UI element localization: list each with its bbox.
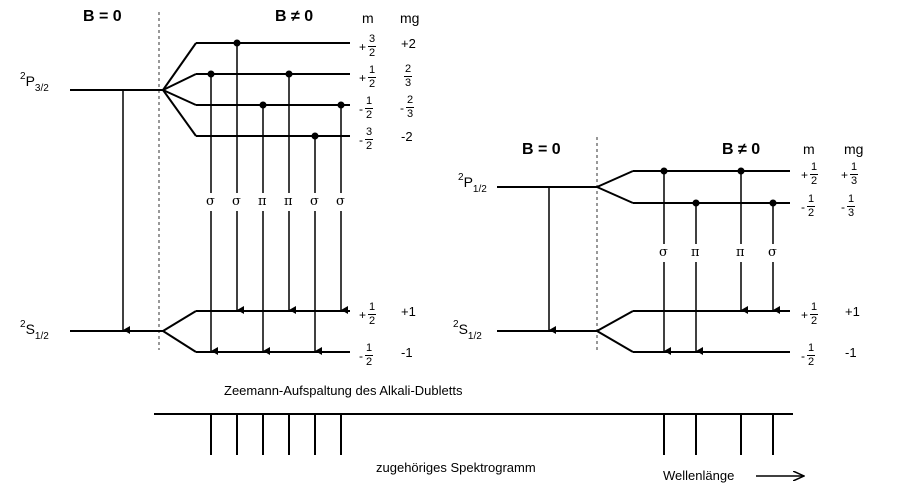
right-lower-term-label: 2S1/2: [453, 319, 482, 342]
left-lower-term-label: 2S1/2: [20, 319, 49, 342]
right-lower-fan-1: [596, 310, 634, 332]
right-lower-fan-2: [596, 330, 634, 353]
left-transition-3-dot: [259, 101, 267, 109]
right-transition-label-1: σ: [659, 245, 668, 260]
left-transition-label-5: σ: [310, 194, 319, 209]
left-bn-label: B ≠ 0: [275, 8, 314, 25]
right-transition-1-dot: [660, 167, 668, 175]
left-transition-label-1: σ: [206, 194, 215, 209]
diagram-caption: Zeemann-Aufspaltung des Alkali-Dubletts: [224, 383, 463, 398]
left-lower-mg-value-1: +1: [401, 304, 416, 319]
left-b0-label: B = 0: [83, 8, 122, 25]
right-lower-mg-value-2: -1: [845, 345, 857, 360]
left-mg-header: mg: [400, 10, 420, 26]
left-upper-fan-3: [162, 89, 197, 106]
spectrogram: [154, 413, 804, 476]
left-transition-6-dot: [337, 101, 345, 109]
left-upper-fan-2: [162, 73, 197, 91]
right-bn-label: B ≠ 0: [722, 141, 761, 158]
right-b0-label: B = 0: [522, 141, 561, 158]
right-transition-label-2: π: [691, 245, 700, 260]
left-transition-label-6: σ: [336, 194, 345, 209]
left-upper-fan-1: [162, 42, 197, 91]
left-transition-label-4: π: [284, 194, 293, 209]
left-m-header: m: [362, 10, 374, 26]
right-transition-2-dot: [692, 199, 700, 207]
left-lower-fan-2: [162, 330, 197, 353]
left-diagram: [70, 12, 350, 353]
right-m-header: m: [803, 141, 815, 157]
left-transition-4-dot: [285, 70, 293, 78]
right-diagram: [497, 137, 790, 353]
right-transition-label-4: σ: [768, 245, 777, 260]
right-lower-mg-value-1: +1: [845, 304, 860, 319]
right-transition-3-dot: [737, 167, 745, 175]
left-lower-mg-value-2: -1: [401, 345, 413, 360]
right-upper-fan-1: [596, 170, 634, 188]
right-upper-term-label: 2P1/2: [458, 172, 487, 195]
left-transition-5-dot: [311, 132, 319, 140]
spectrogram-label: zugehöriges Spektrogramm: [376, 460, 536, 475]
left-transition-label-3: π: [258, 194, 267, 209]
right-mg-header: mg: [844, 141, 864, 157]
right-upper-fan-2: [596, 186, 634, 204]
left-upper-term-label: 2P3/2: [20, 71, 49, 94]
left-transitions: [207, 39, 348, 355]
left-lower-fan-1: [162, 310, 197, 332]
left-mg-value-4: -2: [401, 129, 413, 144]
left-transition-1-dot: [207, 70, 215, 78]
left-transition-label-2: σ: [232, 194, 241, 209]
left-mg-value-1: +2: [401, 36, 416, 51]
wavelength-label: Wellenlänge: [663, 468, 735, 483]
left-upper-fan-4: [162, 89, 197, 137]
right-transition-label-3: π: [736, 245, 745, 260]
right-transition-4-dot: [769, 199, 777, 207]
right-transitions: [660, 167, 780, 355]
left-transition-2-dot: [233, 39, 241, 47]
